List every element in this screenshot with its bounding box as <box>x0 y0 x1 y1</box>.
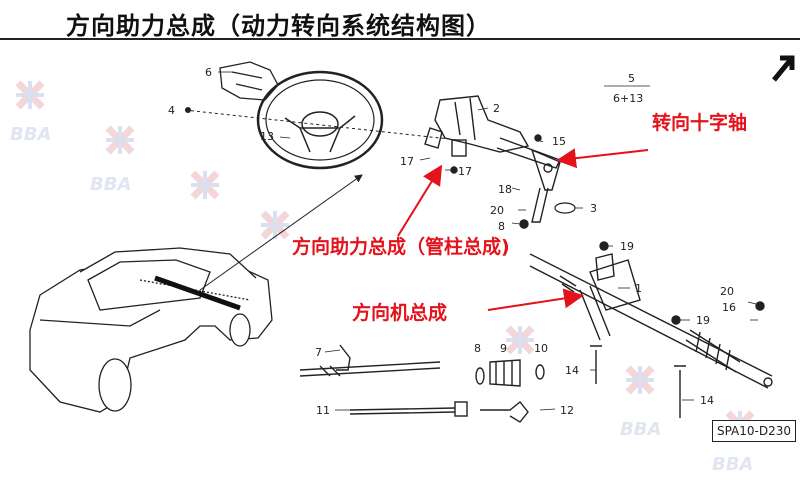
steering-gear-label: 方向机总成 <box>352 302 448 324</box>
inner-tie-rod <box>349 401 529 423</box>
bolt-icon <box>185 107 191 113</box>
callout-number: 19 <box>696 314 710 327</box>
callout-number: 20 <box>720 285 734 298</box>
intermediate-shaft <box>530 148 561 223</box>
callout-number: 5 <box>628 72 635 85</box>
callout-number: 2 <box>493 102 500 115</box>
steering-column <box>424 95 561 169</box>
steering-gear-pointer <box>487 288 584 311</box>
watermark-logo <box>15 80 45 110</box>
assembly-axis-line <box>184 109 459 141</box>
callout-number: 19 <box>620 240 634 253</box>
callout-number: 3 <box>590 202 597 215</box>
callout-number: 6+13 <box>613 92 643 105</box>
callout-number: 11 <box>316 404 330 417</box>
callout-number: 17 <box>400 155 414 168</box>
dust-boot <box>554 202 576 214</box>
callout-number: 14 <box>565 364 579 377</box>
diagram-code-box: SPA10-D230 <box>712 420 796 442</box>
column-assembly-pointer <box>397 164 443 237</box>
callout-number: 1 <box>635 282 642 295</box>
column-assembly-label: 方向助力总成（管柱总成) <box>292 236 510 258</box>
watermark-text: BBA <box>712 454 753 475</box>
callout-number: 6 <box>205 66 212 79</box>
callout-number: 20 <box>490 204 504 217</box>
leader-lines <box>218 71 758 411</box>
title-divider <box>0 38 800 40</box>
boot-clamps <box>475 359 545 387</box>
orientation-arrow-icon <box>772 55 795 82</box>
airbag-module <box>219 61 279 101</box>
steering-wheel <box>256 70 384 170</box>
callout-number: 8 <box>498 220 505 233</box>
watermark-text: BBA <box>10 124 51 145</box>
callout-numbers: 5 6+13 6 4 13 2 15 17 17 18 3 20 8 19 1 … <box>168 66 736 417</box>
callout-number: 18 <box>498 183 512 196</box>
page-title: 方向助力总成（动力转向系统结构图） <box>66 12 491 40</box>
callout-number: 17 <box>458 165 472 178</box>
watermark-logo <box>190 170 220 200</box>
cross-shaft-label: 转向十字轴 <box>652 112 748 134</box>
callout-number: 7 <box>315 346 322 359</box>
callout-number: 16 <box>722 301 736 314</box>
watermark-text: BBA <box>620 419 661 440</box>
watermark-logo <box>625 365 655 395</box>
header: 方向助力总成（动力转向系统结构图） <box>0 0 800 40</box>
diagram-canvas: BBA BBA BBA BBA <box>0 40 800 485</box>
callout-number: 13 <box>260 130 274 143</box>
watermark-logo <box>505 325 535 355</box>
cross-shaft-pointer <box>556 148 649 169</box>
watermark-logo <box>260 210 290 240</box>
watermark-text: BBA <box>90 174 131 195</box>
callout-number: 14 <box>700 394 714 407</box>
bolts <box>450 134 765 418</box>
callout-number: 9 <box>500 342 507 355</box>
callout-number: 8 <box>474 342 481 355</box>
callout-number: 12 <box>560 404 574 417</box>
callout-line <box>199 174 363 291</box>
callout-number: 15 <box>552 135 566 148</box>
steering-gear <box>527 253 773 389</box>
vehicle-outline <box>29 247 273 413</box>
watermark-logo <box>105 125 135 155</box>
steering-system-diagram: BBA BBA BBA BBA <box>10 55 795 475</box>
watermark-group: BBA BBA BBA BBA <box>10 80 755 475</box>
callout-number: 4 <box>168 104 175 117</box>
callout-number: 10 <box>534 342 548 355</box>
tie-rod-assembly <box>299 344 441 377</box>
